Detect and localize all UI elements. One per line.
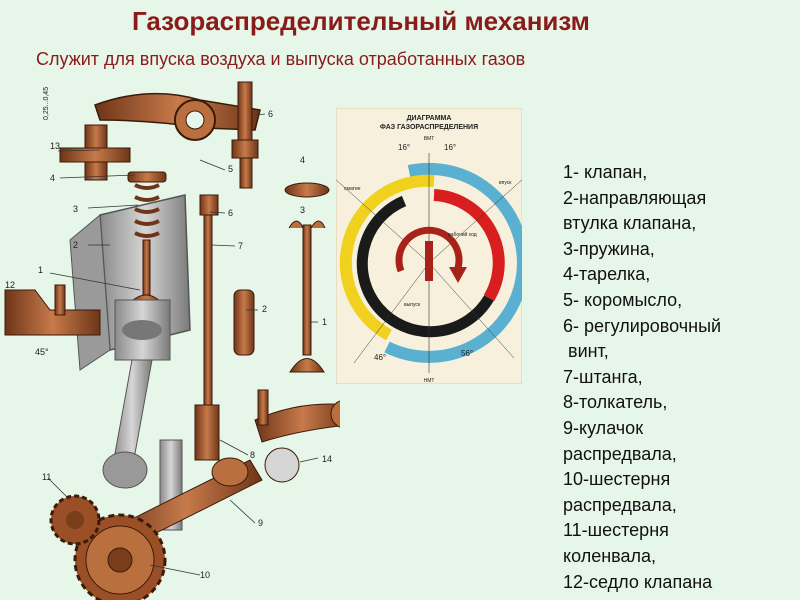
legend-item: винт, xyxy=(563,341,609,362)
legend-item: 7-штанга, xyxy=(563,366,643,387)
label-3-left: 3 xyxy=(73,204,78,214)
rocker-arm-top xyxy=(94,92,261,141)
label-12: 12 xyxy=(5,280,15,290)
legend-item: 8-толкатель, xyxy=(563,392,668,413)
valve-train-illustration: 13 4 3 2 1 12 45° 6 5 6 7 4 3 2 1 8 9 10… xyxy=(4,81,340,600)
label-exhaust: выпуск xyxy=(404,302,421,308)
compression-arc xyxy=(339,174,435,341)
legend-item: распредвала, xyxy=(563,443,677,464)
legend-item: 11-шестерня xyxy=(563,520,669,541)
label-9: 9 xyxy=(258,518,263,528)
valve-timing-diagram: ДИАГРАММА ФАЗ ГАЗОРАСПРЕДЕЛЕНИЯ 16° 16° … xyxy=(336,108,522,384)
label-4-left: 4 xyxy=(50,173,55,183)
label-2: 2 xyxy=(262,304,267,314)
label-14: 14 xyxy=(322,454,332,464)
legend-item: 12-седло клапана xyxy=(563,571,713,592)
parts-legend: 1- клапан, 2-направляющая втулка клапана… xyxy=(563,160,795,595)
exhaust-arc xyxy=(356,195,494,338)
legend-item: 3-пружина, xyxy=(563,238,655,259)
angle-bottom-left: 46° xyxy=(374,353,386,362)
legend-item: распредвала, xyxy=(563,494,677,515)
tdc-label: ВМТ xyxy=(424,136,435,142)
diagram-title-2: ФАЗ ГАЗОРАСПРЕДЕЛЕНИЯ xyxy=(380,124,478,131)
label-power: рабочий ход xyxy=(448,231,477,238)
legend-item: 5- коромысло, xyxy=(563,289,683,310)
angle-bottom-right: 56° xyxy=(461,349,473,358)
label-13: 13 xyxy=(50,141,60,151)
legend-item: 4-тарелка, xyxy=(563,264,651,285)
label-1-left: 1 xyxy=(38,265,43,275)
legend-item: 10-шестерня xyxy=(563,469,671,490)
bdc-label: НМТ xyxy=(424,378,435,384)
label-6-top: 6 xyxy=(268,109,273,119)
legend-item: 6- регулировочный xyxy=(563,315,722,336)
diagram-title-1: ДИАГРАММА xyxy=(407,115,452,122)
rotation-arrow xyxy=(395,226,463,273)
label-6: 6 xyxy=(228,208,233,218)
page-title: Газораспределительный механизм xyxy=(132,6,590,36)
legend-item: 9-кулачок xyxy=(563,417,644,438)
label-4: 4 xyxy=(300,155,305,165)
label-45deg: 45° xyxy=(35,347,49,357)
label-8: 8 xyxy=(250,450,255,460)
power-arc xyxy=(433,189,505,302)
crankshaft-gear xyxy=(49,494,101,546)
legend-item: втулка клапана, xyxy=(563,213,697,234)
label-compression: сматие xyxy=(344,186,361,192)
label-1: 1 xyxy=(322,317,327,327)
label-2-left: 2 xyxy=(73,240,78,250)
camshaft-gear xyxy=(73,513,167,600)
label-3: 3 xyxy=(300,205,305,215)
label-10: 10 xyxy=(200,570,210,580)
legend-item: коленвала, xyxy=(563,545,657,566)
intake-arc xyxy=(384,162,522,363)
legend-item: 2-направляющая xyxy=(563,187,707,208)
valve-spring xyxy=(134,183,160,238)
label-clearance: 0,25...0,45 xyxy=(43,87,50,120)
legend-item: 1- клапан, xyxy=(563,162,648,182)
angle-top-left: 16° xyxy=(398,143,410,152)
label-5: 5 xyxy=(228,164,233,174)
page-subtitle: Служит для впуска воздуха и выпуска отра… xyxy=(36,49,526,69)
label-7: 7 xyxy=(238,241,243,251)
label-11: 11 xyxy=(42,472,51,482)
label-intake: впуск xyxy=(499,180,512,186)
valve-part xyxy=(289,224,325,373)
angle-top-right: 16° xyxy=(444,143,456,152)
